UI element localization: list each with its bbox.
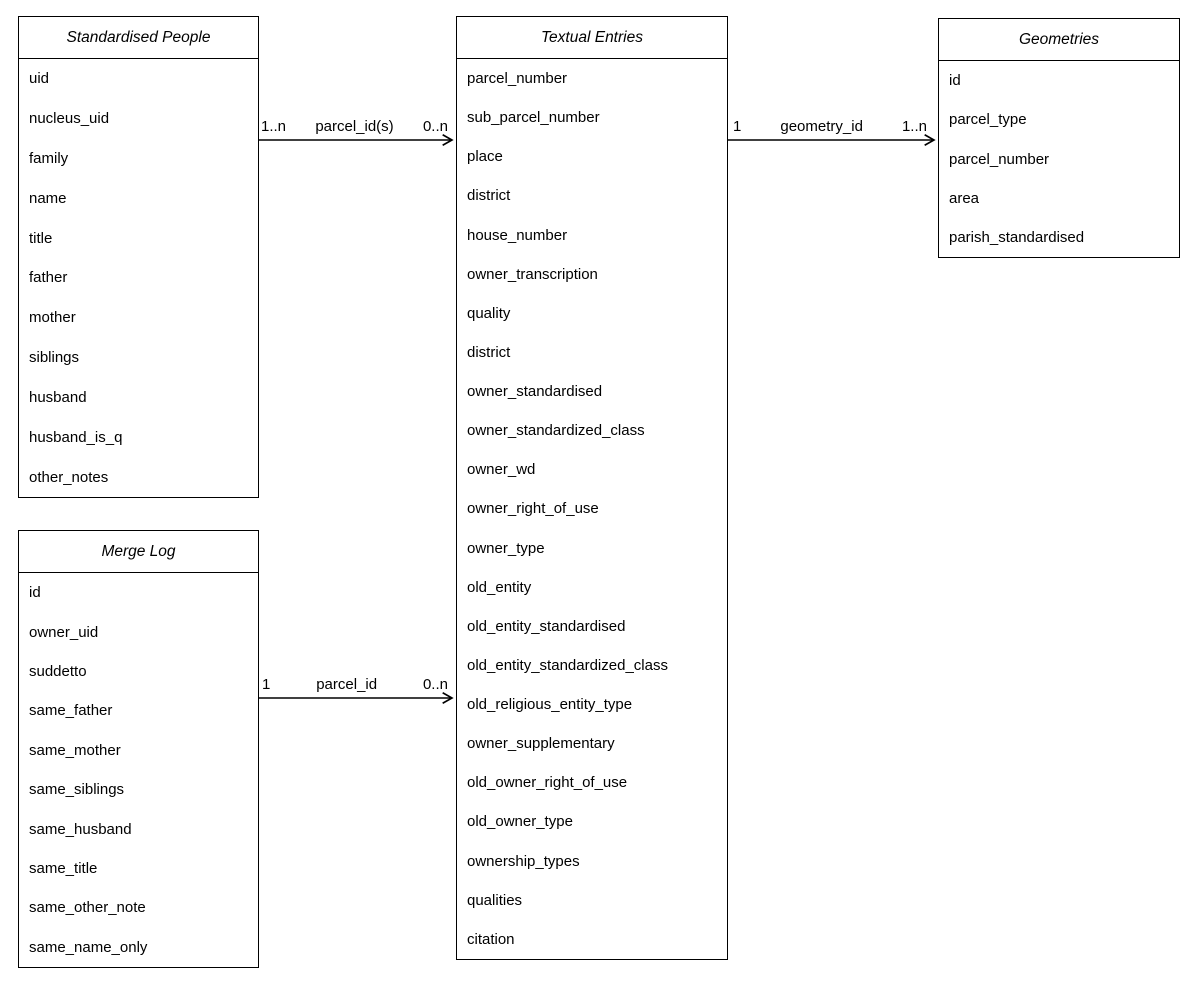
entity-field: father — [29, 269, 68, 287]
entity-field: parcel_number — [949, 150, 1050, 168]
entity-field: parish_standardised — [949, 228, 1085, 246]
entity-field: owner_uid — [29, 623, 99, 641]
entity-field: id — [949, 72, 961, 90]
entity-title-geometries: Geometries — [939, 19, 1179, 61]
entity-title-standardised-people: Standardised People — [19, 17, 258, 59]
entity-field: same_siblings — [29, 781, 125, 799]
entity-field: other_notes — [29, 468, 109, 486]
entity-field: owner_right_of_use — [467, 500, 599, 518]
entity-title-merge-log: Merge Log — [19, 531, 258, 573]
entity-field: family — [29, 150, 69, 168]
entity-field: same_title — [29, 860, 98, 878]
entity-field: owner_wd — [467, 461, 536, 479]
entity-title-textual-entries: Textual Entries — [457, 17, 727, 59]
entity-field: owner_transcription — [467, 265, 598, 283]
relationship-target-cardinality: 0..n — [422, 675, 448, 693]
entity-field: husband_is_q — [29, 428, 123, 446]
entity-field: old_owner_right_of_use — [467, 774, 628, 792]
relationship-source-cardinality: 1 — [733, 117, 742, 135]
relationship-target-cardinality: 0..n — [422, 117, 448, 135]
entity-field: same_father — [29, 702, 113, 720]
entity-field: citation — [467, 930, 515, 948]
entity-field: uid — [29, 70, 50, 88]
entity-field: owner_standardised — [467, 383, 603, 401]
entity-field-list: id owner_uid suddetto same_father same_mothe… — [19, 573, 258, 967]
entity-field: id — [29, 584, 41, 602]
relationship-name: geometry_id — [780, 117, 863, 135]
entity-textual-entries: Textual Entries parcel_number sub_parcel_… — [456, 16, 728, 960]
entity-field: owner_standardized_class — [467, 422, 645, 440]
entity-field: district — [467, 187, 511, 205]
entity-field: old_entity_standardized_class — [467, 656, 668, 674]
entity-field: name — [29, 189, 67, 207]
entity-field: old_entity — [467, 578, 532, 596]
relationship-source-cardinality: 1 — [262, 675, 271, 693]
entity-field: same_other_note — [29, 899, 146, 917]
entity-field: parcel_type — [949, 111, 1027, 129]
entity-merge-log: Merge Log id owner_uid suddetto same_father… — [18, 530, 259, 968]
relationship-labels-geometry-id: 1 geometry_id 1..n — [733, 116, 927, 136]
entity-field: house_number — [467, 226, 568, 244]
entity-field: qualities — [467, 891, 523, 909]
entity-field: husband — [29, 388, 87, 406]
entity-field: owner_type — [467, 539, 545, 557]
relationship-labels-parcel-id: 1 parcel_id 0..n — [262, 674, 448, 694]
relationship-source-cardinality: 1..n — [261, 117, 287, 135]
entity-field: same_name_only — [29, 938, 148, 956]
entity-field: district — [467, 343, 511, 361]
entity-field: old_entity_standardised — [467, 617, 626, 635]
entity-field: mother — [29, 309, 76, 327]
entity-field: ownership_types — [467, 852, 580, 870]
entity-field: place — [467, 148, 503, 166]
relationship-name: parcel_id(s) — [315, 117, 394, 135]
entity-field: same_mother — [29, 741, 121, 759]
entity-field: owner_supplementary — [467, 735, 615, 753]
entity-field: area — [949, 189, 980, 207]
relationship-name: parcel_id — [316, 675, 378, 693]
entity-field: quality — [467, 304, 511, 322]
entity-field: sub_parcel_number — [467, 109, 600, 127]
entity-field: parcel_number — [467, 70, 568, 88]
relationship-target-cardinality: 1..n — [901, 117, 927, 135]
entity-field: siblings — [29, 349, 80, 367]
entity-field: same_husband — [29, 820, 132, 838]
entity-field: suddetto — [29, 663, 87, 681]
entity-field: title — [29, 229, 53, 247]
entity-field: nucleus_uid — [29, 110, 110, 128]
entity-field: old_religious_entity_type — [467, 696, 633, 714]
entity-field: old_owner_type — [467, 813, 573, 831]
relationship-labels-parcel-ids: 1..n parcel_id(s) 0..n — [261, 116, 448, 136]
